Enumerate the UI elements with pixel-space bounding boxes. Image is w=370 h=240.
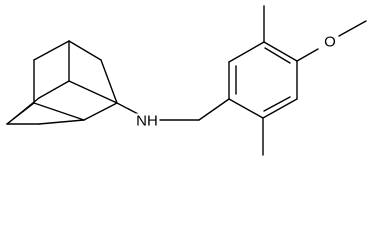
bond-c-n: [116, 102, 141, 116]
bond: [68, 40, 102, 61]
oxygen-atom-label: O: [323, 33, 337, 51]
bond: [263, 41, 298, 62]
benzene-ring: [228, 41, 298, 119]
double-bond-inner: [264, 47, 291, 64]
hydrogen-symbol: H: [147, 112, 158, 130]
bond: [100, 59, 118, 104]
bond: [33, 40, 70, 61]
double-bond-inner: [263, 96, 291, 112]
bond: [228, 41, 265, 63]
bond: [228, 98, 264, 119]
bond: [6, 97, 40, 125]
adamantyl-cage: [6, 40, 118, 125]
bond: [262, 98, 298, 119]
bond-ch2-ring: [198, 98, 230, 121]
bond: [38, 119, 85, 125]
bond: [38, 80, 70, 99]
molecule-drawing: [6, 5, 367, 156]
bond: [33, 102, 85, 121]
bond: [68, 80, 118, 104]
nitrogen-symbol: N: [136, 112, 147, 130]
bond-o-methyl: [338, 20, 367, 37]
nitrogen-atom-label: NH: [135, 112, 159, 130]
bond-ring-o: [296, 48, 319, 62]
structure-diagram: NH O: [6, 5, 367, 156]
bond: [83, 102, 118, 121]
